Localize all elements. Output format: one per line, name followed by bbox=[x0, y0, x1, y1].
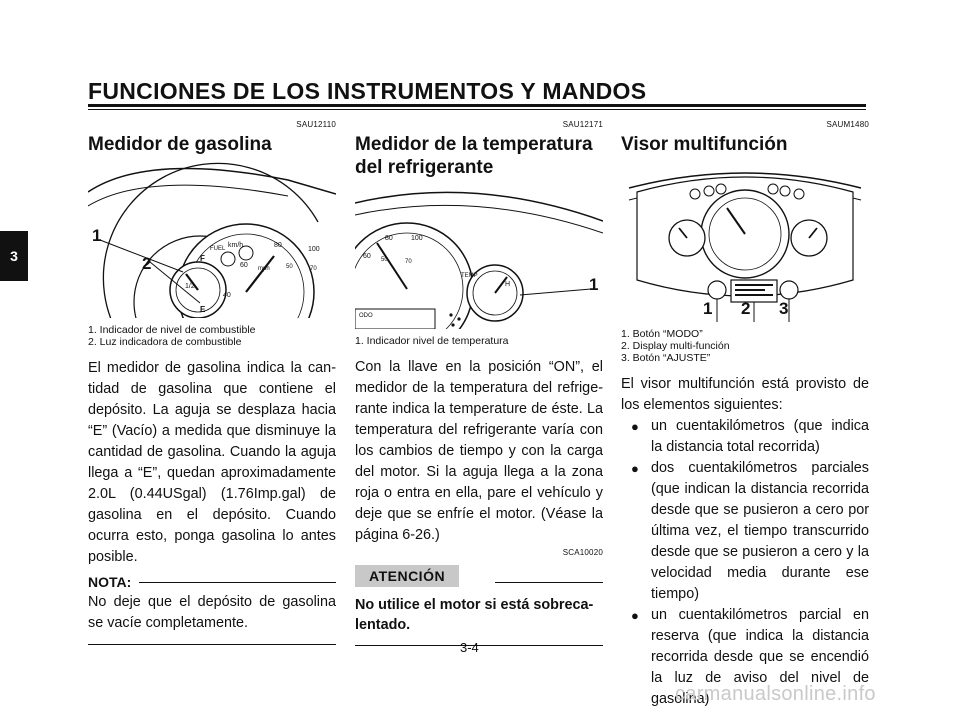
nota-heading: NOTA: bbox=[88, 574, 336, 590]
figure-captions: 1. Botón “MODO” 2. Display multi-función… bbox=[621, 328, 869, 364]
watermark: carmanualsonline.info bbox=[675, 683, 876, 705]
feature-list: un cuentakilómetros (que indica la dista… bbox=[621, 416, 869, 710]
caption-item: 2. Luz indicadora de combustible bbox=[88, 336, 242, 348]
body-paragraph: Con la llave en la posición “ON”, el med… bbox=[355, 359, 603, 543]
mph-unit-label: mph bbox=[258, 266, 270, 272]
callout-3: 3 bbox=[779, 299, 789, 318]
temp-word-label: TEMP bbox=[461, 273, 478, 279]
speed-tick: 80 bbox=[385, 235, 393, 242]
fuel-full-label: F bbox=[200, 254, 205, 263]
speed-tick: 100 bbox=[411, 235, 423, 242]
section-title: Medidor de la temperatura del refrigeran… bbox=[355, 134, 593, 178]
caption-item: 1. Indicador de nivel de combustible bbox=[88, 324, 256, 336]
mph-tick: 70 bbox=[405, 259, 412, 265]
caption-item: 1. Indicador nivel de temperatura bbox=[355, 335, 509, 347]
list-item: dos cuentakilómetros parciales (que indi… bbox=[621, 458, 869, 605]
speed-tick: 60 bbox=[363, 253, 371, 260]
callout-2: 2 bbox=[142, 254, 152, 273]
fuel-gauge-illustration bbox=[88, 162, 336, 318]
figure-captions: 1. Indicador de nivel de combustible 2. … bbox=[88, 324, 336, 348]
temp-hot-label: H bbox=[505, 281, 511, 288]
speed-unit-label: km/h bbox=[228, 242, 244, 249]
column-coolant-temp: SAU12171 Medidor de la temperatura del r… bbox=[355, 120, 603, 646]
section-title: Visor multifunción bbox=[621, 134, 788, 155]
column-multifunction-display: SAUM1480 Visor multifunción bbox=[621, 120, 869, 710]
header-rule-thin bbox=[88, 109, 866, 110]
callout-1: 1 bbox=[589, 275, 599, 294]
fuel-gauge-figure: 1 2 F 1/2 E FUEL km/h mph 40 60 80 100 5… bbox=[88, 162, 336, 318]
caption-item: 2. Display multi-función bbox=[621, 340, 730, 352]
fuel-half-label: 1/2 bbox=[185, 283, 195, 290]
speed-tick: 100 bbox=[308, 246, 320, 253]
mph-tick: 50 bbox=[381, 257, 388, 263]
nota-end-rule bbox=[88, 644, 336, 645]
section-code: SAU12110 bbox=[296, 120, 336, 129]
mph-tick: 50 bbox=[286, 264, 293, 270]
nota-label: NOTA: bbox=[88, 574, 132, 590]
lcd-odo-label: ODO bbox=[359, 313, 373, 319]
nota-text: No deje que el depósito de gasolina se v… bbox=[88, 594, 336, 631]
temp-gauge-illustration bbox=[355, 191, 603, 329]
section-title: Medidor de gasolina bbox=[88, 134, 272, 155]
speed-tick: 60 bbox=[240, 262, 248, 269]
temp-gauge-figure: 1 TEMP H 60 80 100 50 70 ODO bbox=[355, 185, 603, 329]
caution-rule bbox=[495, 581, 603, 583]
fuel-empty-label: E bbox=[200, 305, 206, 314]
body-paragraph: El visor multifunción está provisto de l… bbox=[621, 376, 869, 413]
list-item: un cuentakilómetros parcial en reserva (… bbox=[621, 605, 869, 710]
section-code: SAU12171 bbox=[562, 120, 603, 129]
section-header: FUNCIONES DE LOS INSTRUMENTOS Y MANDOS bbox=[88, 78, 647, 104]
figure-captions: 1. Indicador nivel de temperatura bbox=[355, 335, 603, 347]
chapter-tab: 3 bbox=[0, 231, 28, 281]
caution-heading: ATENCIÓN bbox=[355, 565, 603, 587]
callout-1: 1 bbox=[92, 226, 102, 245]
column-fuel-gauge: SAU12110 Medidor de gasolina 1 2 F bbox=[88, 120, 336, 645]
caution-text: No utilice el motor si está sobreca­lent… bbox=[355, 597, 594, 633]
callout-1: 1 bbox=[703, 299, 713, 318]
body-paragraph: El medidor de gasolina indica la can­tid… bbox=[88, 360, 336, 565]
caution-end-rule bbox=[355, 645, 603, 646]
instrument-cluster-illustration bbox=[628, 172, 862, 322]
caution-code: SCA10020 bbox=[562, 548, 603, 557]
display-figure: 1 2 3 bbox=[621, 162, 869, 322]
callout-2: 2 bbox=[741, 299, 751, 318]
caption-item: 1. Botón “MODO” bbox=[621, 328, 703, 340]
chapter-number: 3 bbox=[10, 248, 18, 264]
caution-label: ATENCIÓN bbox=[355, 565, 460, 587]
section-code: SAUM1480 bbox=[826, 120, 869, 129]
header-rule-thick bbox=[88, 104, 866, 107]
mph-tick: 70 bbox=[310, 266, 317, 272]
speed-tick: 40 bbox=[223, 292, 231, 299]
caption-item: 3. Botón “AJUSTE” bbox=[621, 352, 711, 364]
list-item: un cuentakilómetros (que indica la dista… bbox=[621, 416, 869, 458]
fuel-word-label: FUEL bbox=[210, 246, 226, 252]
page-number: 3-4 bbox=[460, 640, 479, 655]
speed-tick: 80 bbox=[274, 242, 282, 249]
